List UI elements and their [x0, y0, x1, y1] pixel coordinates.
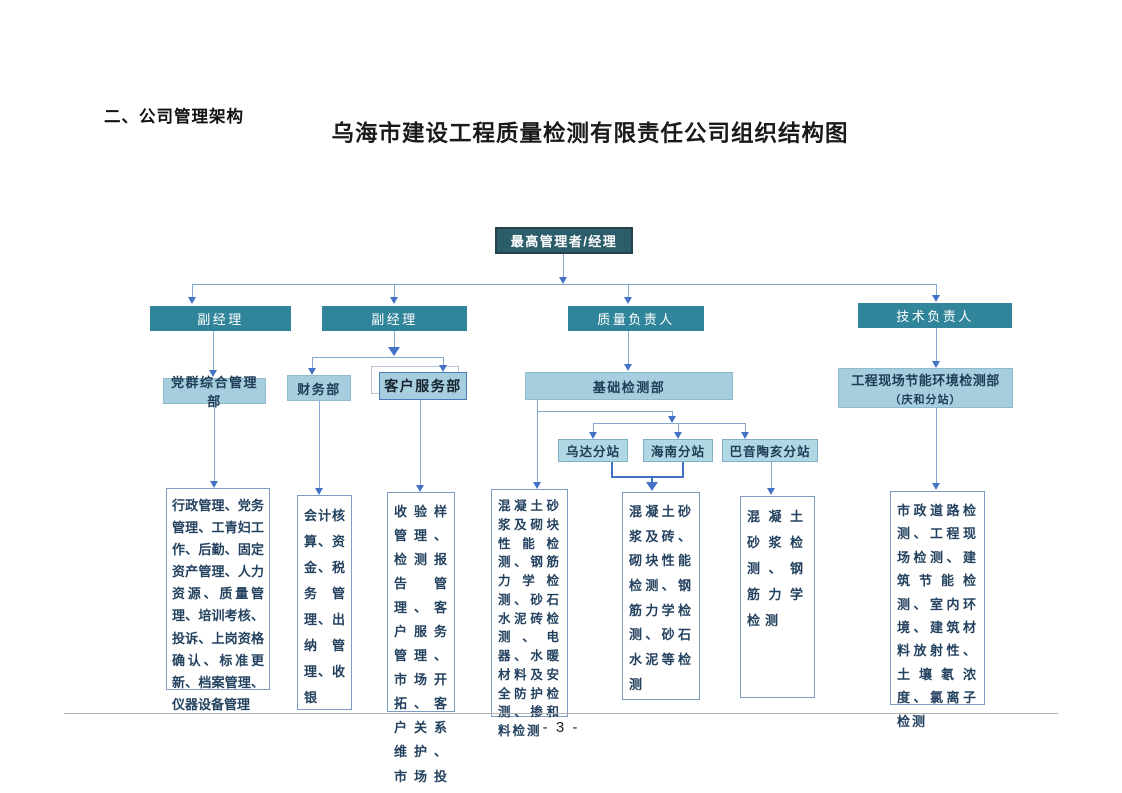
- connector-line: [394, 284, 395, 298]
- connector-line: [651, 476, 653, 483]
- footer-divider: [64, 713, 1058, 714]
- arrow-down-icon: [624, 364, 632, 371]
- duty-box-bayintaohai: 混凝土砂浆检测、钢筋力学检测: [740, 496, 815, 698]
- arrow-down-icon: [390, 297, 398, 304]
- node-vice-manager-2: 副经理: [322, 306, 467, 331]
- arrow-down-icon: [315, 488, 323, 495]
- connector-line: [537, 400, 538, 482]
- duty-box-wuda-hainan: 混凝土砂浆及砖、砌块性能检测、钢筋力学检测、砂石水泥等检测: [622, 492, 700, 700]
- arrow-down-icon: [589, 432, 597, 439]
- node-basic-testing-dept-label: 基础检测部: [592, 379, 666, 395]
- arrow-down-icon: [439, 365, 447, 372]
- node-finance-dept: 财务部: [287, 375, 351, 401]
- arrow-down-icon: [188, 297, 196, 304]
- connector-line: [319, 401, 320, 489]
- connector-line: [771, 462, 772, 489]
- arrow-down-icon: [210, 481, 218, 488]
- connector-line: [192, 284, 936, 285]
- arrow-down-icon: [932, 295, 940, 302]
- duty-box-basic-testing: 混凝土砂浆及砌块性能检测、钢筋力学检测、砂石水泥砖检测、电器、水暖材料及安全防护…: [491, 489, 568, 738]
- arrow-down-icon: [624, 297, 632, 304]
- arrow-down-icon: [209, 370, 217, 377]
- arrow-down-icon: [646, 482, 658, 491]
- connector-line: [192, 284, 193, 298]
- arrow-down-icon: [767, 488, 775, 495]
- duty-box-customer-service: 收验样管理、检测报告管理、客户服务管理、市场开拓、客户关系维护、市场投标管理: [387, 492, 455, 793]
- chart-title: 乌海市建设工程质量检测有限责任公司组织结构图: [331, 121, 849, 146]
- connector-line: [682, 462, 684, 477]
- node-party-admin-dept-label: 党群综合管理部: [170, 375, 258, 409]
- node-vice-manager-1-label: 副经理: [197, 312, 244, 327]
- connector-line: [936, 284, 937, 296]
- arrow-down-icon: [932, 483, 940, 490]
- node-technical-leader-label: 技术负责人: [896, 309, 974, 324]
- section-heading: 二、公司管理架构: [104, 108, 244, 126]
- connector-line: [312, 357, 313, 369]
- connector-line: [394, 331, 395, 348]
- connector-line: [563, 254, 564, 277]
- connector-line: [678, 423, 679, 433]
- arrow-down-icon: [932, 361, 940, 368]
- arrow-down-icon: [674, 432, 682, 439]
- connector-line: [312, 357, 443, 358]
- connector-line: [443, 357, 444, 366]
- connector-line: [593, 423, 745, 424]
- node-bayintaohai-station: 巴音陶亥分站: [722, 439, 818, 462]
- duty-box-finance: 会计核算、资金、税务管理、出纳管理、收银: [297, 495, 352, 710]
- connector-line: [420, 400, 421, 486]
- node-top-manager: 最高管理者/经理: [495, 227, 633, 254]
- node-basic-testing-dept: 基础检测部: [525, 372, 733, 400]
- connector-line: [611, 462, 613, 477]
- node-wuda-station-label: 乌达分站: [565, 445, 620, 459]
- connector-line: [936, 328, 937, 362]
- node-technical-leader: 技术负责人: [858, 303, 1012, 328]
- node-customer-service-dept: 客户服务部: [379, 372, 467, 400]
- arrow-down-icon: [533, 482, 541, 489]
- duty-box-site-energy-env: 市政道路检测、工程现场检测、建筑节能检测、室内环境、建筑材料放射性、土壤氡浓度、…: [890, 491, 985, 729]
- node-vice-manager-2-label: 副经理: [371, 312, 418, 327]
- page-number: - 3 -: [542, 719, 580, 736]
- node-top-manager-label: 最高管理者/经理: [510, 234, 618, 249]
- node-site-energy-env-dept-label: 工程现场节能环境检测部: [851, 372, 1000, 388]
- arrow-down-icon: [416, 485, 424, 492]
- node-site-energy-env-dept: 工程现场节能环境检测部 （庆和分站）: [838, 368, 1013, 408]
- arrow-down-icon: [668, 416, 676, 423]
- connector-line: [936, 408, 937, 484]
- arrow-down-icon: [559, 277, 567, 284]
- connector-line: [593, 423, 594, 433]
- node-party-admin-dept: 党群综合管理部: [163, 375, 266, 409]
- node-vice-manager-1: 副经理: [150, 306, 291, 331]
- arrow-down-icon: [388, 347, 400, 356]
- connector-line: [214, 404, 215, 482]
- node-hainan-station: 海南分站: [643, 439, 713, 462]
- arrow-down-icon: [308, 368, 316, 375]
- node-wuda-station: 乌达分站: [558, 439, 628, 462]
- connector-line: [537, 411, 673, 412]
- connector-line: [745, 423, 746, 433]
- node-quality-leader: 质量负责人: [568, 306, 704, 331]
- connector-line: [672, 411, 673, 417]
- node-quality-leader-label: 质量负责人: [597, 312, 675, 327]
- connector-line: [628, 284, 629, 298]
- connector-line: [611, 476, 684, 478]
- connector-line: [628, 331, 629, 365]
- connector-line: [213, 331, 214, 371]
- duty-box-party-admin: 行政管理、党务管理、工青妇工作、后勤、固定资产管理、人力资源、质量管理、培训考核…: [166, 488, 270, 712]
- node-bayintaohai-station-label: 巴音陶亥分站: [729, 445, 811, 459]
- node-hainan-station-label: 海南分站: [650, 445, 705, 459]
- node-customer-service-dept-label: 客户服务部: [384, 378, 462, 394]
- node-site-energy-env-dept-sublabel: （庆和分站）: [889, 393, 962, 406]
- arrow-down-icon: [741, 432, 749, 439]
- node-finance-dept-label: 财务部: [297, 381, 341, 397]
